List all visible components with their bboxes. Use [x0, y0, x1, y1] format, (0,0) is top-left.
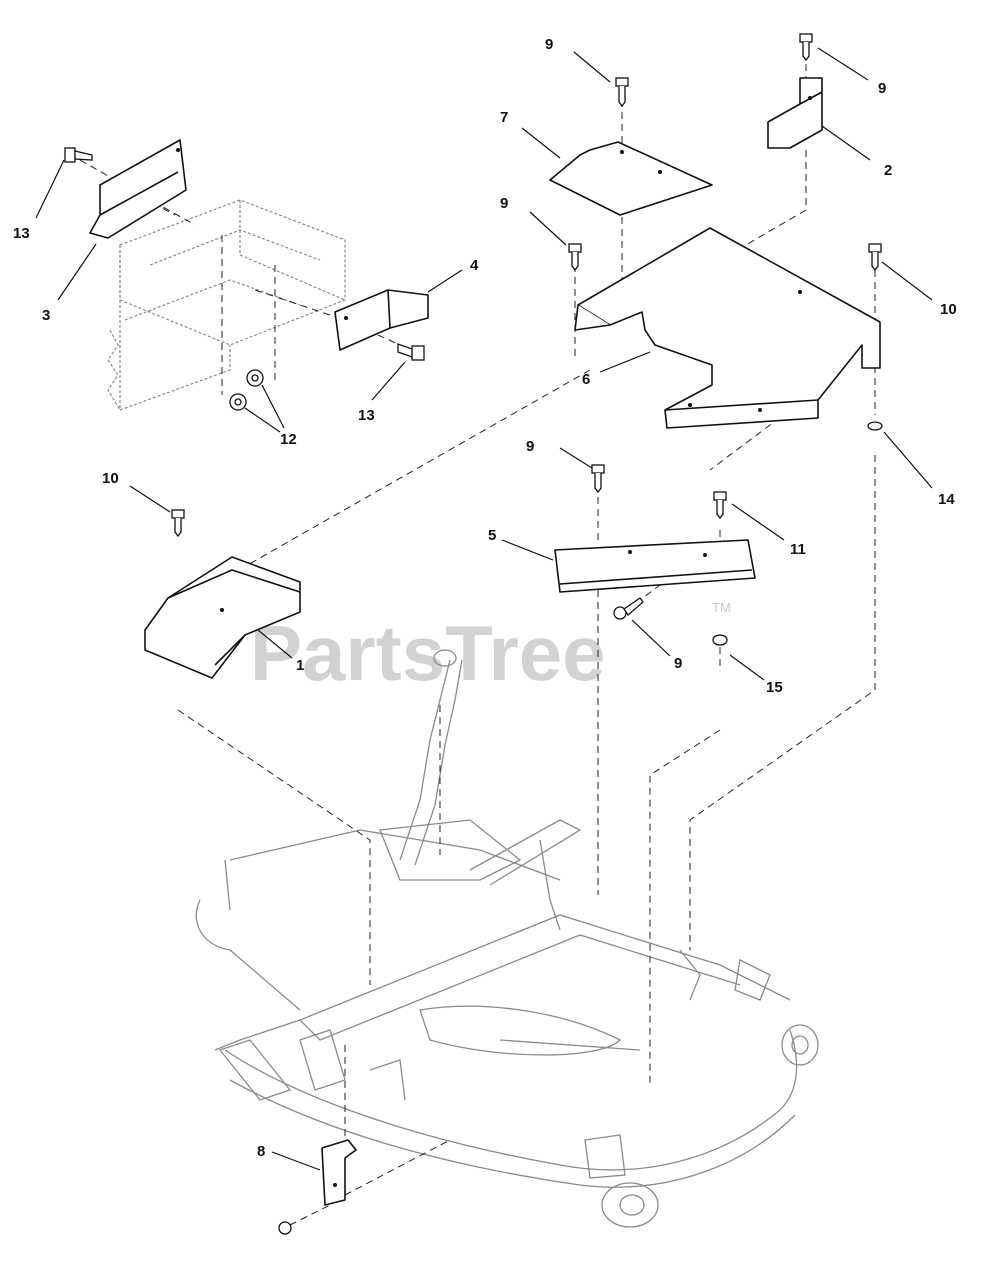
fasteners: [64, 33, 883, 1235]
leader-lines: [35, 47, 933, 1171]
callout-11: 11: [790, 541, 806, 558]
callout-10-left: 10: [102, 470, 119, 487]
callout-9-center: 9: [526, 438, 534, 455]
part-4-plate: [334, 289, 429, 351]
callout-9-top: 9: [545, 36, 553, 53]
part-5-long-bracket: [554, 539, 756, 593]
callout-9-mid: 9: [500, 195, 508, 212]
part-1-front-cover: [144, 556, 301, 679]
callout-4: 4: [470, 257, 479, 274]
callout-9-top-right: 9: [878, 80, 886, 97]
ghost-frame: [107, 199, 346, 411]
watermark: PartsTree: [250, 609, 606, 697]
part-6-large-cover: [574, 227, 881, 429]
callout-1: 1: [296, 657, 304, 674]
callouts: 9 9 7 2 13 9 3 4 10 6 13 12 9 14 10 11 5…: [13, 36, 957, 1160]
callout-12: 12: [280, 431, 297, 448]
ghost-mower-deck: [195, 649, 819, 1228]
watermark-trademark: TM: [712, 600, 731, 615]
callout-7: 7: [500, 109, 508, 126]
callout-14: 14: [938, 491, 955, 508]
callout-10-right: 10: [940, 301, 957, 318]
part-8-lower-bracket: [321, 1139, 357, 1206]
callout-15: 15: [766, 679, 783, 696]
callout-2: 2: [884, 162, 892, 179]
callout-6: 6: [582, 371, 590, 388]
part-3-side-plate: [89, 139, 187, 239]
part-2-bracket: [767, 77, 823, 149]
callout-3: 3: [42, 307, 50, 324]
callout-9-lower: 9: [674, 655, 682, 672]
callout-8: 8: [257, 1143, 265, 1160]
callout-13-left: 13: [13, 225, 30, 242]
part-7-top-plate: [549, 141, 713, 216]
callout-5: 5: [488, 527, 496, 544]
callout-13-right: 13: [358, 407, 375, 424]
